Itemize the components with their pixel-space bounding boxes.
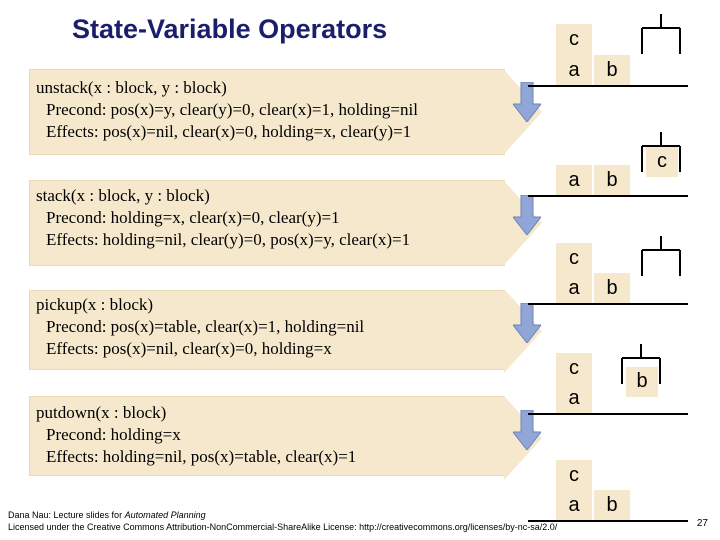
pickup-precond: Precond: pos(x)=table, clear(x)=1, holdi… <box>46 317 365 336</box>
table-surface <box>528 520 688 522</box>
down-arrow-icon <box>513 410 541 450</box>
table-surface <box>528 413 688 415</box>
stack-effects: Effects: holding=nil, clear(y)=0, pos(x)… <box>46 230 411 249</box>
unstack-operator-box: unstack(x : block, y : block) Precond: p… <box>30 70 504 154</box>
block-a: a <box>556 490 592 522</box>
table-surface <box>528 85 688 87</box>
page-number: 27 <box>696 518 708 529</box>
unstack-precond: Precond: pos(x)=y, clear(y)=0, clear(x)=… <box>46 100 418 119</box>
block-b: b <box>594 490 630 522</box>
hand-icon <box>641 132 681 172</box>
table-surface <box>528 195 688 197</box>
pickup-effects: Effects: pos(x)=nil, clear(x)=0, holding… <box>46 339 332 358</box>
stack-operator-box: stack(x : block, y : block) Precond: hol… <box>30 181 504 265</box>
hand-icon <box>641 14 681 54</box>
block-b: b <box>594 273 630 305</box>
slide-title: State-Variable Operators <box>72 14 388 44</box>
unstack-effects: Effects: pos(x)=nil, clear(x)=0, holding… <box>46 122 412 141</box>
putdown-operator-box: putdown(x : block) Precond: holding=x Ef… <box>30 397 504 475</box>
stack-signature: stack(x : block, y : block) <box>36 186 210 205</box>
down-arrow-icon <box>513 195 541 235</box>
block-a: a <box>556 273 592 305</box>
block-c: c <box>556 243 592 275</box>
putdown-effects: Effects: holding=nil, pos(x)=table, clea… <box>46 447 357 466</box>
putdown-signature: putdown(x : block) <box>36 403 167 422</box>
hand-icon <box>621 344 661 384</box>
pickup-operator-box: pickup(x : block) Precond: pos(x)=table,… <box>30 291 504 369</box>
block-c: c <box>556 353 592 385</box>
hand-icon <box>641 236 681 276</box>
footer-license: Licensed under the Creative Commons Attr… <box>8 522 558 532</box>
footer-credit: Dana Nau: Lecture slides for Automated P… <box>8 510 206 520</box>
block-c: c <box>556 24 592 56</box>
block-b: b <box>594 165 630 197</box>
block-c: c <box>646 147 678 177</box>
block-b: b <box>626 367 658 397</box>
putdown-precond: Precond: holding=x <box>46 425 181 444</box>
block-a: a <box>556 55 592 87</box>
block-a: a <box>556 383 592 415</box>
pickup-signature: pickup(x : block) <box>36 295 154 314</box>
block-a: a <box>556 165 592 197</box>
footer-author: Dana Nau: Lecture slides for <box>8 510 125 520</box>
down-arrow-icon <box>513 82 541 122</box>
unstack-signature: unstack(x : block, y : block) <box>36 78 227 97</box>
block-c: c <box>556 460 592 492</box>
footer-book-title: Automated Planning <box>124 510 206 520</box>
stack-precond: Precond: holding=x, clear(x)=0, clear(y)… <box>46 208 340 227</box>
table-surface <box>528 303 688 305</box>
block-b: b <box>594 55 630 87</box>
down-arrow-icon <box>513 303 541 343</box>
